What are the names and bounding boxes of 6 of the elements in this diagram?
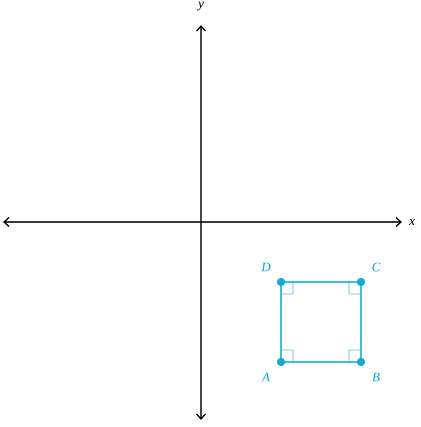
axis-label: x xyxy=(408,219,415,225)
point-label: C xyxy=(372,262,380,272)
point-label: B xyxy=(372,372,380,382)
axis-label: y xyxy=(197,2,204,10)
point-label: D xyxy=(261,262,270,272)
point-label: A xyxy=(261,372,270,382)
